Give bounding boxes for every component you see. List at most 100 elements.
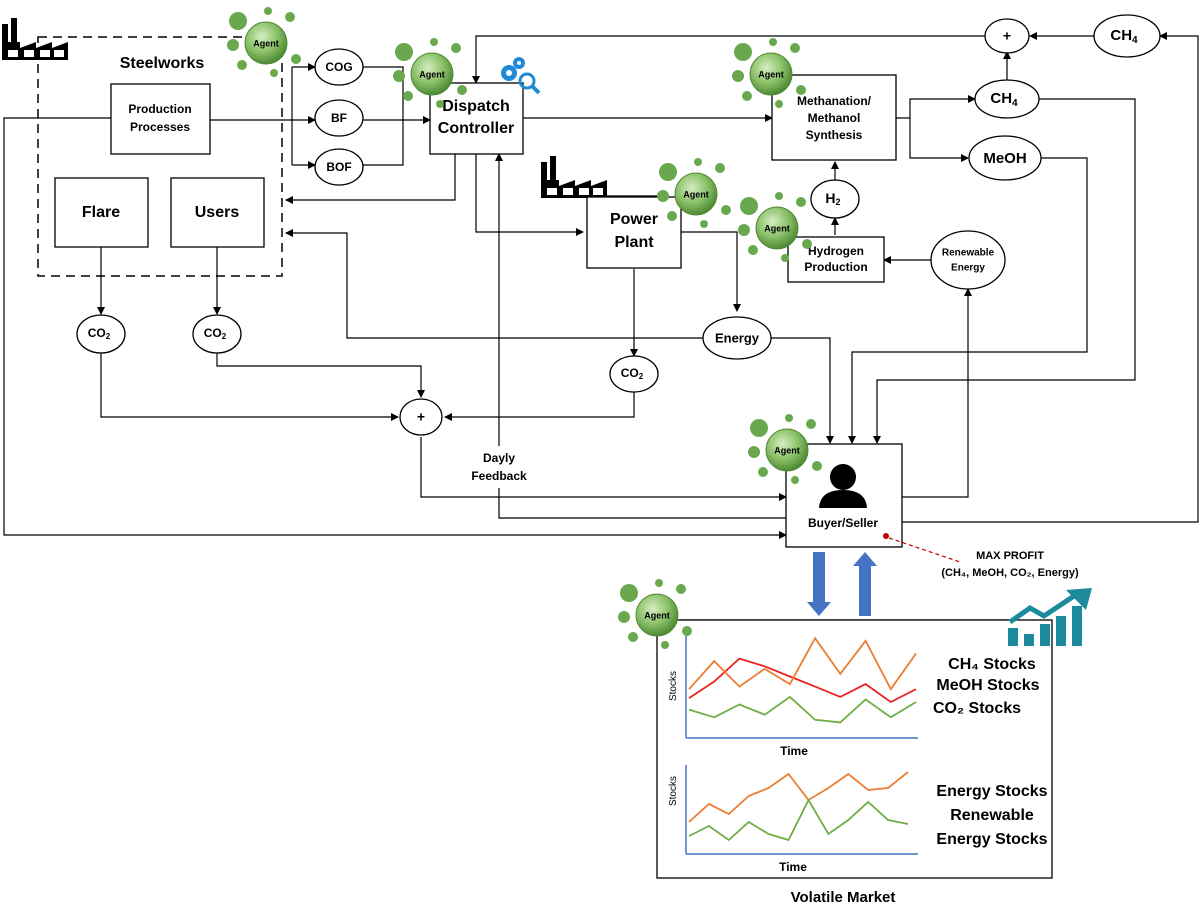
market-group: Volatile Market CH₄ Stocks MeOH Stocks C… (656, 588, 1092, 906)
emission-nodes: CO2 CO2 CO2 Energy + (76, 314, 772, 436)
power-plant-group: Power Plant (541, 156, 682, 269)
cog-node (314, 48, 364, 86)
steelworks-agent-bubble (227, 39, 239, 51)
plus-co2-node (399, 398, 443, 436)
flare-label: Flare (82, 204, 120, 221)
renewable-label-1: Renewable (942, 248, 995, 259)
power-plant-agent-icon (674, 172, 718, 216)
co2-power-label: CO2 (621, 366, 644, 381)
market-agent-icon (635, 593, 679, 637)
chart1-ylabel: Stocks (668, 671, 679, 701)
steelworks-factory-icon (2, 18, 68, 60)
users-label: Users (195, 204, 240, 221)
hydrogen-agent-bubble (796, 197, 806, 207)
max-profit-label-2: (CH₄, MeOH, CO₂, Energy) (941, 567, 1079, 579)
production-label-2: Processes (130, 120, 190, 134)
chart2-series-green-line (688, 798, 909, 842)
power-plant-agent-bubble (700, 220, 708, 228)
hydrogen-agent-bubble (781, 254, 789, 262)
power-plant-agent-bubble (659, 163, 677, 181)
production-label-1: Production (128, 102, 191, 116)
max-profit-label-1: MAX PROFIT (976, 550, 1044, 562)
power-plant-agent-bubble (721, 205, 731, 215)
market-title: Volatile Market (791, 889, 896, 906)
hydrogen-label-1: Hydrogen (808, 244, 864, 258)
ch4-top-label: CH4 (1110, 27, 1138, 46)
market-agent-bubble (620, 584, 638, 602)
dispatch-agent-icon (410, 52, 454, 96)
co2-flare-node (76, 314, 126, 354)
co2-flare-label: CO2 (88, 326, 111, 341)
market-agent-bubble (628, 632, 638, 642)
legend-energy: Energy Stocks (936, 783, 1047, 800)
steelworks-agent-bubble (285, 12, 295, 22)
chart1-series-red-line (688, 657, 917, 704)
steelworks-agent-bubble (264, 7, 272, 15)
dispatch-agent-bubble (430, 38, 438, 46)
hydrogen-agent-bubble (740, 197, 758, 215)
steelworks-group: Steelworks Production Processes Flare Us… (2, 18, 283, 277)
methanation-agent-bubble (775, 100, 783, 108)
buyer-seller-agent-label: Agent (774, 445, 800, 455)
power-plant-agent-bubble (694, 158, 702, 166)
hydrogen-agent-icon (755, 206, 799, 250)
steelworks-title: Steelworks (120, 55, 205, 72)
bof-node (314, 148, 364, 186)
plus-co2-label: + (417, 409, 425, 425)
buyer-seller-agent-badge: Agent (748, 414, 822, 484)
feedback-label-bg (465, 446, 535, 488)
person-icon (819, 464, 867, 508)
steelworks-agent-badge: Agent (227, 7, 301, 77)
market-agent-bubble (661, 641, 669, 649)
down-arrow-icon (807, 552, 831, 616)
methanation-label-1: Methanation/ (797, 94, 872, 108)
bf-label: BF (331, 111, 347, 125)
renewable-energy-node (930, 230, 1006, 290)
dispatch-agent-bubble (395, 43, 413, 61)
feedback-label-2: Feedback (471, 469, 527, 483)
power-plant-agent-bubble (715, 163, 725, 173)
methanation-agent-badge: Agent (732, 38, 806, 108)
market-agent-bubble (618, 611, 630, 623)
steelworks-agent-bubble (291, 54, 301, 64)
h2-node (810, 179, 860, 219)
hydrogen-agent-label: Agent (764, 223, 790, 233)
meoh-label: MeOH (983, 150, 1026, 167)
market-agent-bubble (655, 579, 663, 587)
hydrogen-agent-bubble (738, 224, 750, 236)
energy-label: Energy (715, 330, 760, 345)
steelworks-agent-label: Agent (253, 38, 279, 48)
methanation-agent-bubble (734, 43, 752, 61)
chart1-xlabel: Time (780, 744, 808, 758)
co2-power-node (609, 355, 659, 393)
power-plant-agent-label: Agent (683, 189, 709, 199)
methanation-agent-bubble (796, 85, 806, 95)
dispatch-agent-label: Agent (419, 69, 445, 79)
power-plant-agent-bubble (657, 190, 669, 202)
dispatch-controller: Dispatch Controller (429, 57, 541, 155)
chart2-plot (688, 771, 909, 842)
dispatch-agent-bubble (403, 91, 413, 101)
power-plant-label-1: Power (610, 211, 658, 228)
hydrogen-agent-badge: Agent (738, 192, 812, 262)
power-plant-agent-badge: Agent (657, 158, 731, 228)
dispatch-label-1: Dispatch (442, 98, 510, 115)
synthesis-group: Methanation/ Methanol Synthesis H2 Hydro… (771, 14, 1161, 290)
buyer-seller-group: Buyer/Seller MAX PROFIT (CH₄, MeOH, CO₂,… (785, 443, 1079, 616)
steelworks-boundary (37, 36, 283, 277)
legend-co2: CO₂ Stocks (933, 700, 1021, 717)
dispatch-agent-badge: Agent (393, 38, 467, 108)
power-plant-agent-bubble (667, 211, 677, 221)
ch4-mid-label: CH4 (990, 90, 1018, 109)
buyer-seller-label: Buyer/Seller (808, 516, 878, 530)
dispatch-agent-bubble (393, 70, 405, 82)
co2-users-node (192, 314, 242, 354)
chart2-xlabel: Time (779, 860, 807, 874)
hydrogen-agent-bubble (748, 245, 758, 255)
market-agent-label: Agent (644, 610, 670, 620)
dispatch-agent-bubble (451, 43, 461, 53)
plus-top-node (984, 18, 1030, 54)
legend-meoh: MeOH Stocks (936, 677, 1039, 694)
